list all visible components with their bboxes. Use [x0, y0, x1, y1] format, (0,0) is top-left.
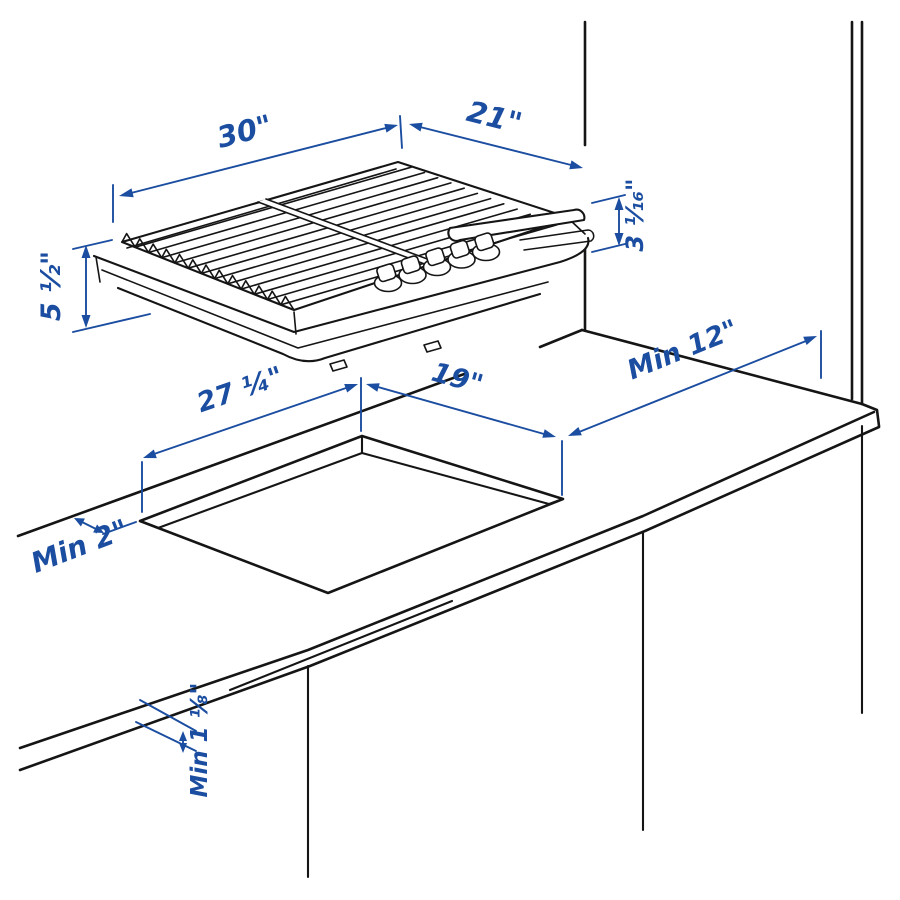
arrowhead [366, 383, 380, 392]
countertop-end-cap [860, 402, 881, 428]
cooktop-grate [120, 160, 572, 312]
arrowhead [81, 245, 91, 258]
cabinet-reveal-edge [228, 599, 454, 692]
cutout-opening [138, 434, 565, 595]
arrowhead [384, 123, 398, 133]
arrowhead [409, 122, 423, 132]
countertop-front-bottom-edge [18, 425, 881, 772]
arrowhead [119, 188, 134, 198]
arrowhead [74, 518, 85, 527]
cooktop-base [116, 286, 542, 363]
leader-line [135, 721, 197, 752]
leader-line [139, 699, 197, 732]
grate-back-inner-edge [126, 168, 397, 249]
dimension-line [419, 126, 572, 166]
knob-icon [422, 247, 452, 277]
cabinet-lines [306, 424, 864, 879]
arrowhead [542, 429, 556, 438]
grate-seam [257, 198, 439, 267]
countertop [18, 402, 881, 772]
cooktop-control-panel [447, 208, 595, 251]
leader-line [102, 521, 137, 535]
arrowhead [569, 160, 583, 170]
dimension-countertop-thickness: Min 1 ⅛" [135, 683, 213, 798]
knob-icon [398, 255, 427, 285]
dimension-line [130, 127, 387, 194]
wall-lines [16, 20, 864, 538]
countertop-front-top-edge [18, 410, 876, 750]
arrowhead [179, 743, 187, 753]
extension-tick [72, 239, 113, 250]
extension-tick [72, 313, 151, 333]
cutout-outer-edge [138, 434, 565, 595]
cooktop-skirt [101, 269, 549, 349]
cooktop-knobs [373, 232, 501, 293]
dimension-label-countertop-thickness: Min 1 ⅛" [187, 683, 213, 798]
left-wall-base [16, 371, 469, 538]
cooktop-foot-left [329, 359, 348, 372]
dimension-label-cooktop-depth: 21" [463, 94, 525, 140]
dimension-cooktop-height: 5 ½" [36, 239, 151, 333]
dimension-clearance-back: Min 2" [26, 513, 137, 580]
dimension-line [578, 340, 807, 433]
dimension-cutout-depth: 19" [366, 357, 563, 496]
left-wall-base-right [538, 328, 584, 349]
dimension-label-clearance-side: Min 12" [623, 314, 743, 386]
cooktop-foot-right [423, 340, 442, 353]
extension-tick [591, 243, 626, 253]
cutout-inner-right [360, 451, 565, 506]
arrowhead [803, 336, 817, 345]
extension-tick [591, 194, 626, 204]
right-wall-base [580, 328, 864, 406]
dimension-line [377, 386, 545, 435]
dimension-label-height-above-counter: 3 ¹⁄₁₆" [621, 178, 649, 251]
arrowhead [143, 449, 157, 459]
control-panel-bar [447, 208, 586, 242]
arrowhead [93, 524, 104, 533]
extension-tick [399, 115, 403, 149]
knob-icon [471, 232, 501, 262]
dimension-label-cooktop-width: 30" [213, 108, 275, 155]
arrowhead [614, 233, 624, 246]
knob-icon [447, 239, 476, 269]
knob-icon [373, 263, 403, 293]
dimension-cutout-width: 27 ¼" [141, 361, 362, 513]
dimension-label-cooktop-height: 5 ½" [36, 251, 67, 321]
cooktop-illustration [92, 160, 595, 372]
arrowhead [81, 315, 91, 328]
arrowhead [568, 427, 582, 436]
dimension-cooktop-depth: 21" [409, 94, 583, 170]
dimension-clearance-side: Min 12" [568, 314, 822, 436]
dimension-label-cutout-depth: 19" [428, 357, 486, 401]
grate-teeth [121, 232, 295, 311]
grate-seam-gap [258, 199, 438, 266]
dimension-line [153, 387, 347, 455]
dimension-label-cutout-width: 27 ¼" [193, 361, 287, 419]
arrowhead [344, 384, 358, 393]
arrowhead [614, 197, 624, 210]
dimension-line [81, 521, 97, 530]
cutout-inner-left [138, 451, 364, 530]
dimension-height-above-counter: 3 ¹⁄₁₆" [591, 178, 649, 253]
control-panel-lip [519, 229, 595, 251]
arrowhead [179, 731, 187, 741]
